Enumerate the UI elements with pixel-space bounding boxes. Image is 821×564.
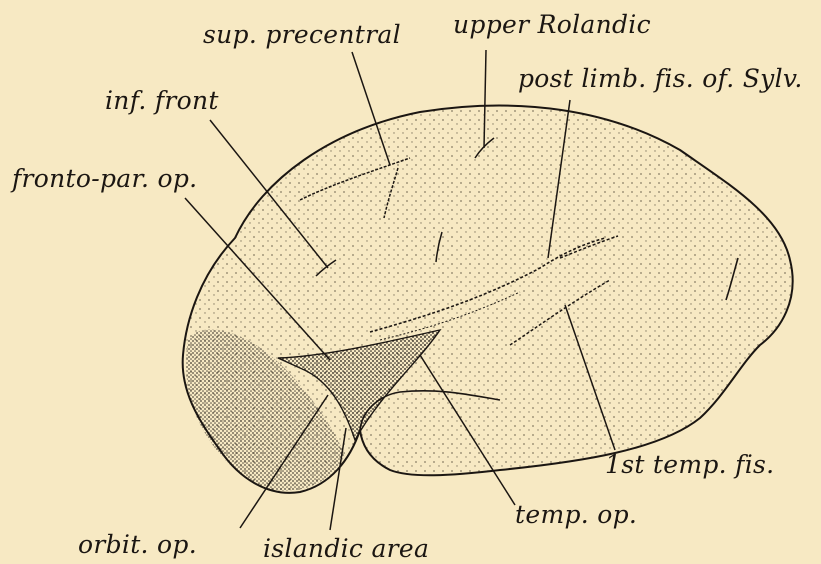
label-inf-front: inf. front bbox=[105, 88, 219, 113]
label-sup-precentral: sup. precentral bbox=[203, 22, 401, 47]
label-first-temp: 1st temp. fis. bbox=[605, 452, 774, 477]
label-islandic-area: islandic area bbox=[263, 536, 429, 561]
label-upper-rolandic: upper Rolandic bbox=[453, 12, 651, 37]
label-post-limb: post limb. fis. of. Sylv. bbox=[518, 66, 803, 91]
label-orbit-op: orbit. op. bbox=[78, 532, 197, 557]
label-fronto-par: fronto-par. op. bbox=[12, 166, 197, 191]
label-temp-op: temp. op. bbox=[515, 502, 637, 527]
